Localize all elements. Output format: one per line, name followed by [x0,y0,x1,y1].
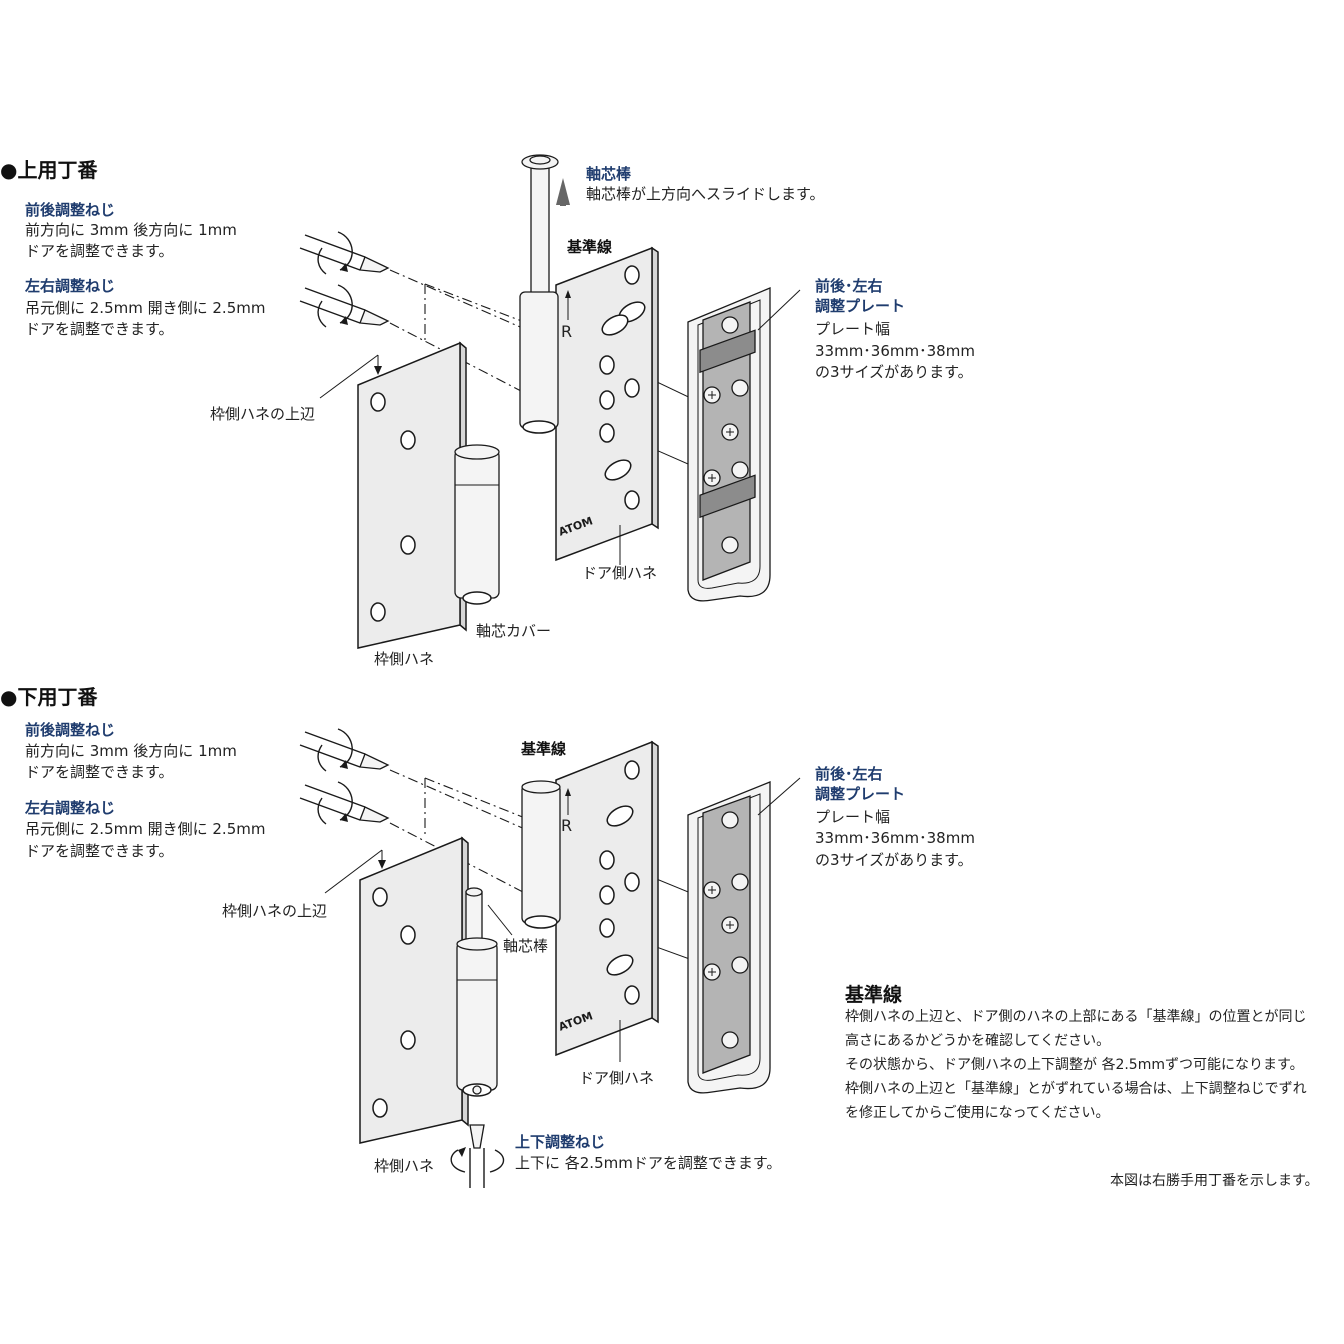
top-hinge-title: ●上用丁番 [0,158,98,182]
top-front-back-line2: ドアを調整できます。 [25,242,174,260]
bottom-plate-heading1: 前後･左右 [815,765,883,783]
top-plate-line1: プレート幅 [815,320,891,338]
top-door-leaf-plate [519,246,659,562]
reference-note-line1: 枠側ハネの上辺と、ドア側のハネの上部にある「基準線」の位置とが同じ [845,1009,1307,1025]
top-pin-desc: 軸芯棒が上方向へスライドします。 [586,185,825,203]
top-door-leaf-label: ドア側ハネ [582,564,658,582]
top-front-back-line1: 前方向に 3mm 後方向に 1mm [25,221,237,239]
top-left-right-line1: 吊元側に 2.5mm 開き側に 2.5mm [25,299,266,317]
top-frame-leaf-top-edge-label: 枠側ハネの上辺 [210,405,316,423]
reference-note-line4: 枠側ハネの上辺と「基準線」とがずれている場合は、上下調整ねじでずれ [845,1081,1307,1097]
bottom-door-leaf-plate [521,740,659,1057]
bottom-front-back-screwdriver [299,728,390,772]
top-plate-heading1: 前後･左右 [815,277,883,295]
bottom-front-back-heading: 前後調整ねじ [25,721,116,739]
bottom-adjust-plate [687,781,771,1094]
bottom-frame-leaf-plate [359,836,498,1144]
bottom-front-back-line1: 前方向に 3mm 後方向に 1mm [25,742,237,760]
top-plate-heading2: 調整プレート [815,297,906,315]
reference-note-line2: 高さにあるかどうかを確認してください。 [845,1033,1111,1049]
top-reference-line-label: 基準線 [567,238,613,256]
bottom-vertical-screwdriver [450,1124,505,1188]
top-left-right-line2: ドアを調整できます。 [25,320,174,338]
top-plate-line2: 33mm･36mm･38mm [815,342,975,360]
bottom-door-leaf-label: ドア側ハネ [579,1069,655,1087]
bottom-pin-label: 軸芯棒 [503,937,549,955]
bottom-frame-leaf-top-edge-label: 枠側ハネの上辺 [222,902,328,920]
bottom-vertical-screw-heading: 上下調整ねじ [515,1133,606,1151]
top-pin-rod [521,154,559,299]
bottom-r-mark: R [561,816,573,835]
bottom-hinge-title: ●下用丁番 [0,685,98,709]
top-r-mark: R [561,322,573,341]
bottom-plate-line2: 33mm･36mm･38mm [815,829,975,847]
reference-note-line5: を修正してからご使用になってください。 [845,1105,1110,1121]
top-front-back-screwdriver [299,231,390,275]
reference-note-heading: 基準線 [845,984,903,1006]
top-pin-heading: 軸芯棒 [586,165,632,183]
bottom-left-right-line2: ドアを調整できます。 [25,842,174,860]
bottom-plate-line3: の3サイズがあります。 [815,851,973,869]
reference-note-line3: その状態から、ドア側ハネの上下調整が 各2.5mmずつ可能になります。 [845,1057,1304,1073]
top-pin-cover-label: 軸芯カバー [476,622,552,640]
bottom-plate-heading2: 調整プレート [815,785,906,803]
top-front-back-heading: 前後調整ねじ [25,201,116,219]
top-frame-leaf-plate [357,341,500,649]
top-frame-leaf-label: 枠側ハネ [374,650,435,668]
footer-note: 本図は右勝手用丁番を示します。 [1110,1173,1319,1189]
bottom-plate-line1: プレート幅 [815,808,891,826]
bottom-frame-leaf-label: 枠側ハネ [374,1157,435,1175]
top-left-right-screwdriver [299,284,390,328]
bottom-left-right-screwdriver [299,781,390,825]
top-adjust-plate [687,287,771,602]
top-left-right-heading: 左右調整ねじ [25,277,116,295]
bottom-left-right-line1: 吊元側に 2.5mm 開き側に 2.5mm [25,820,266,838]
bottom-front-back-line2: ドアを調整できます。 [25,763,174,781]
bottom-hinge-drawing [299,728,801,1188]
bottom-reference-line-label: 基準線 [521,740,567,758]
top-hinge-drawing [299,154,801,649]
top-plate-line3: の3サイズがあります。 [815,363,973,381]
bottom-left-right-heading: 左右調整ねじ [25,799,116,817]
bottom-vertical-screw-desc: 上下に 各2.5mmドアを調整できます。 [515,1154,782,1172]
